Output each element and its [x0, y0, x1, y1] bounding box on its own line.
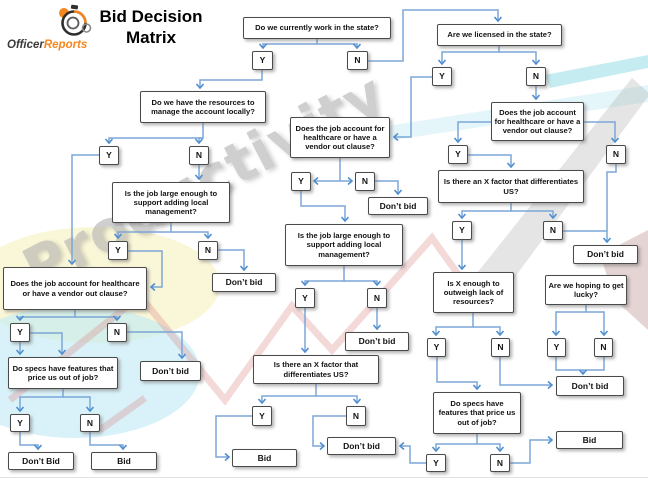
node-specsleft_n: N	[80, 414, 100, 432]
node-q_resources: Do we have the resources to manage the a…	[140, 91, 266, 123]
brand-text: OfficerReports	[7, 39, 115, 51]
node-lic_y: Y	[432, 67, 452, 86]
node-xenough_n: N	[491, 338, 510, 357]
node-q_large_mid: Is the job large enough to support addin…	[285, 224, 403, 266]
node-q_large_left: Is the job large enough to support addin…	[112, 182, 230, 223]
title-line-1: Bid Decision	[99, 7, 203, 26]
brand-suffix: Reports	[43, 39, 88, 51]
node-q_job_right: Does the job account for healthcare or h…	[491, 102, 584, 141]
node-q_specs_right: Do specs have features that price us out…	[433, 392, 521, 434]
node-dontbid_bl: Don’t Bid	[8, 452, 74, 470]
node-dontbid_mid1: Don’t bid	[368, 197, 428, 215]
node-dontbid_mid2: Don’t bid	[345, 332, 409, 351]
node-largeleft_n: N	[198, 241, 218, 260]
node-jobright_n: N	[606, 145, 626, 164]
node-res_y: Y	[99, 146, 119, 165]
page-title: Bid Decision Matrix	[66, 6, 236, 49]
node-xfright_y: Y	[452, 221, 472, 240]
node-work_y: Y	[252, 51, 273, 70]
node-bid_mid: Bid	[232, 449, 297, 467]
node-largemid_y: Y	[295, 288, 315, 308]
node-bid_bl: Bid	[91, 452, 157, 470]
node-bid_right: Bid	[556, 431, 623, 449]
node-q_licensed: Are we licensed in the state?	[437, 24, 562, 46]
faded-red-streak	[97, 395, 148, 433]
node-jobright_y: Y	[448, 145, 468, 164]
node-q_work: Do we currently work in the state?	[243, 17, 391, 39]
node-q_xfactor_mid: Is there an X factor that differentiates…	[253, 355, 379, 384]
node-q_lucky: Are we hoping to get lucky?	[545, 275, 627, 305]
node-largeleft_y: Y	[108, 241, 128, 260]
node-dontbid_right2: Don’t bid	[556, 376, 624, 396]
node-q_xfactor_right: Is there an X factor that differentiates…	[438, 170, 584, 203]
node-lucky_y: Y	[547, 338, 566, 357]
node-q_job_mid: Does the job account for healthcare or h…	[290, 117, 390, 158]
brand-prefix: Officer	[7, 39, 44, 51]
node-specsright_n: N	[490, 454, 510, 472]
node-jobmid_n: N	[355, 172, 375, 191]
node-lic_n: N	[526, 67, 546, 86]
node-dontbid_right1: Don’t bid	[573, 245, 638, 264]
node-lucky_n: N	[594, 338, 613, 357]
node-xfright_n: N	[543, 221, 563, 240]
node-work_n: N	[347, 51, 368, 70]
node-jobleft_y: Y	[10, 323, 30, 342]
node-specsright_y: Y	[426, 454, 446, 472]
node-dontbid_mid3: Don’t bid	[327, 437, 396, 455]
node-xfmid_y: Y	[252, 406, 272, 426]
node-specsleft_y: Y	[10, 414, 30, 432]
title-line-2: Matrix	[125, 28, 177, 48]
stopwatch-logo-icon	[59, 4, 92, 36]
bottom-divider	[0, 477, 648, 478]
node-jobmid_y: Y	[291, 172, 311, 191]
node-res_n: N	[189, 146, 209, 165]
node-largemid_n: N	[367, 288, 387, 308]
node-jobleft_n: N	[107, 323, 127, 342]
officerreports-logo: OfficerReports	[4, 3, 112, 55]
node-q_job_left: Does the job account for healthcare or h…	[3, 267, 147, 310]
node-q_specs_left: Do specs have features that price us out…	[8, 357, 118, 389]
faded-teal-streak	[545, 55, 648, 88]
node-xfmid_n: N	[346, 406, 366, 426]
node-q_xenough: Is X enough to outweigh lack of resource…	[433, 272, 514, 313]
node-dontbid_left1: Don’t bid	[212, 273, 276, 292]
node-dontbid_left2: Don’t bid	[140, 361, 201, 381]
node-xenough_y: Y	[427, 338, 446, 357]
